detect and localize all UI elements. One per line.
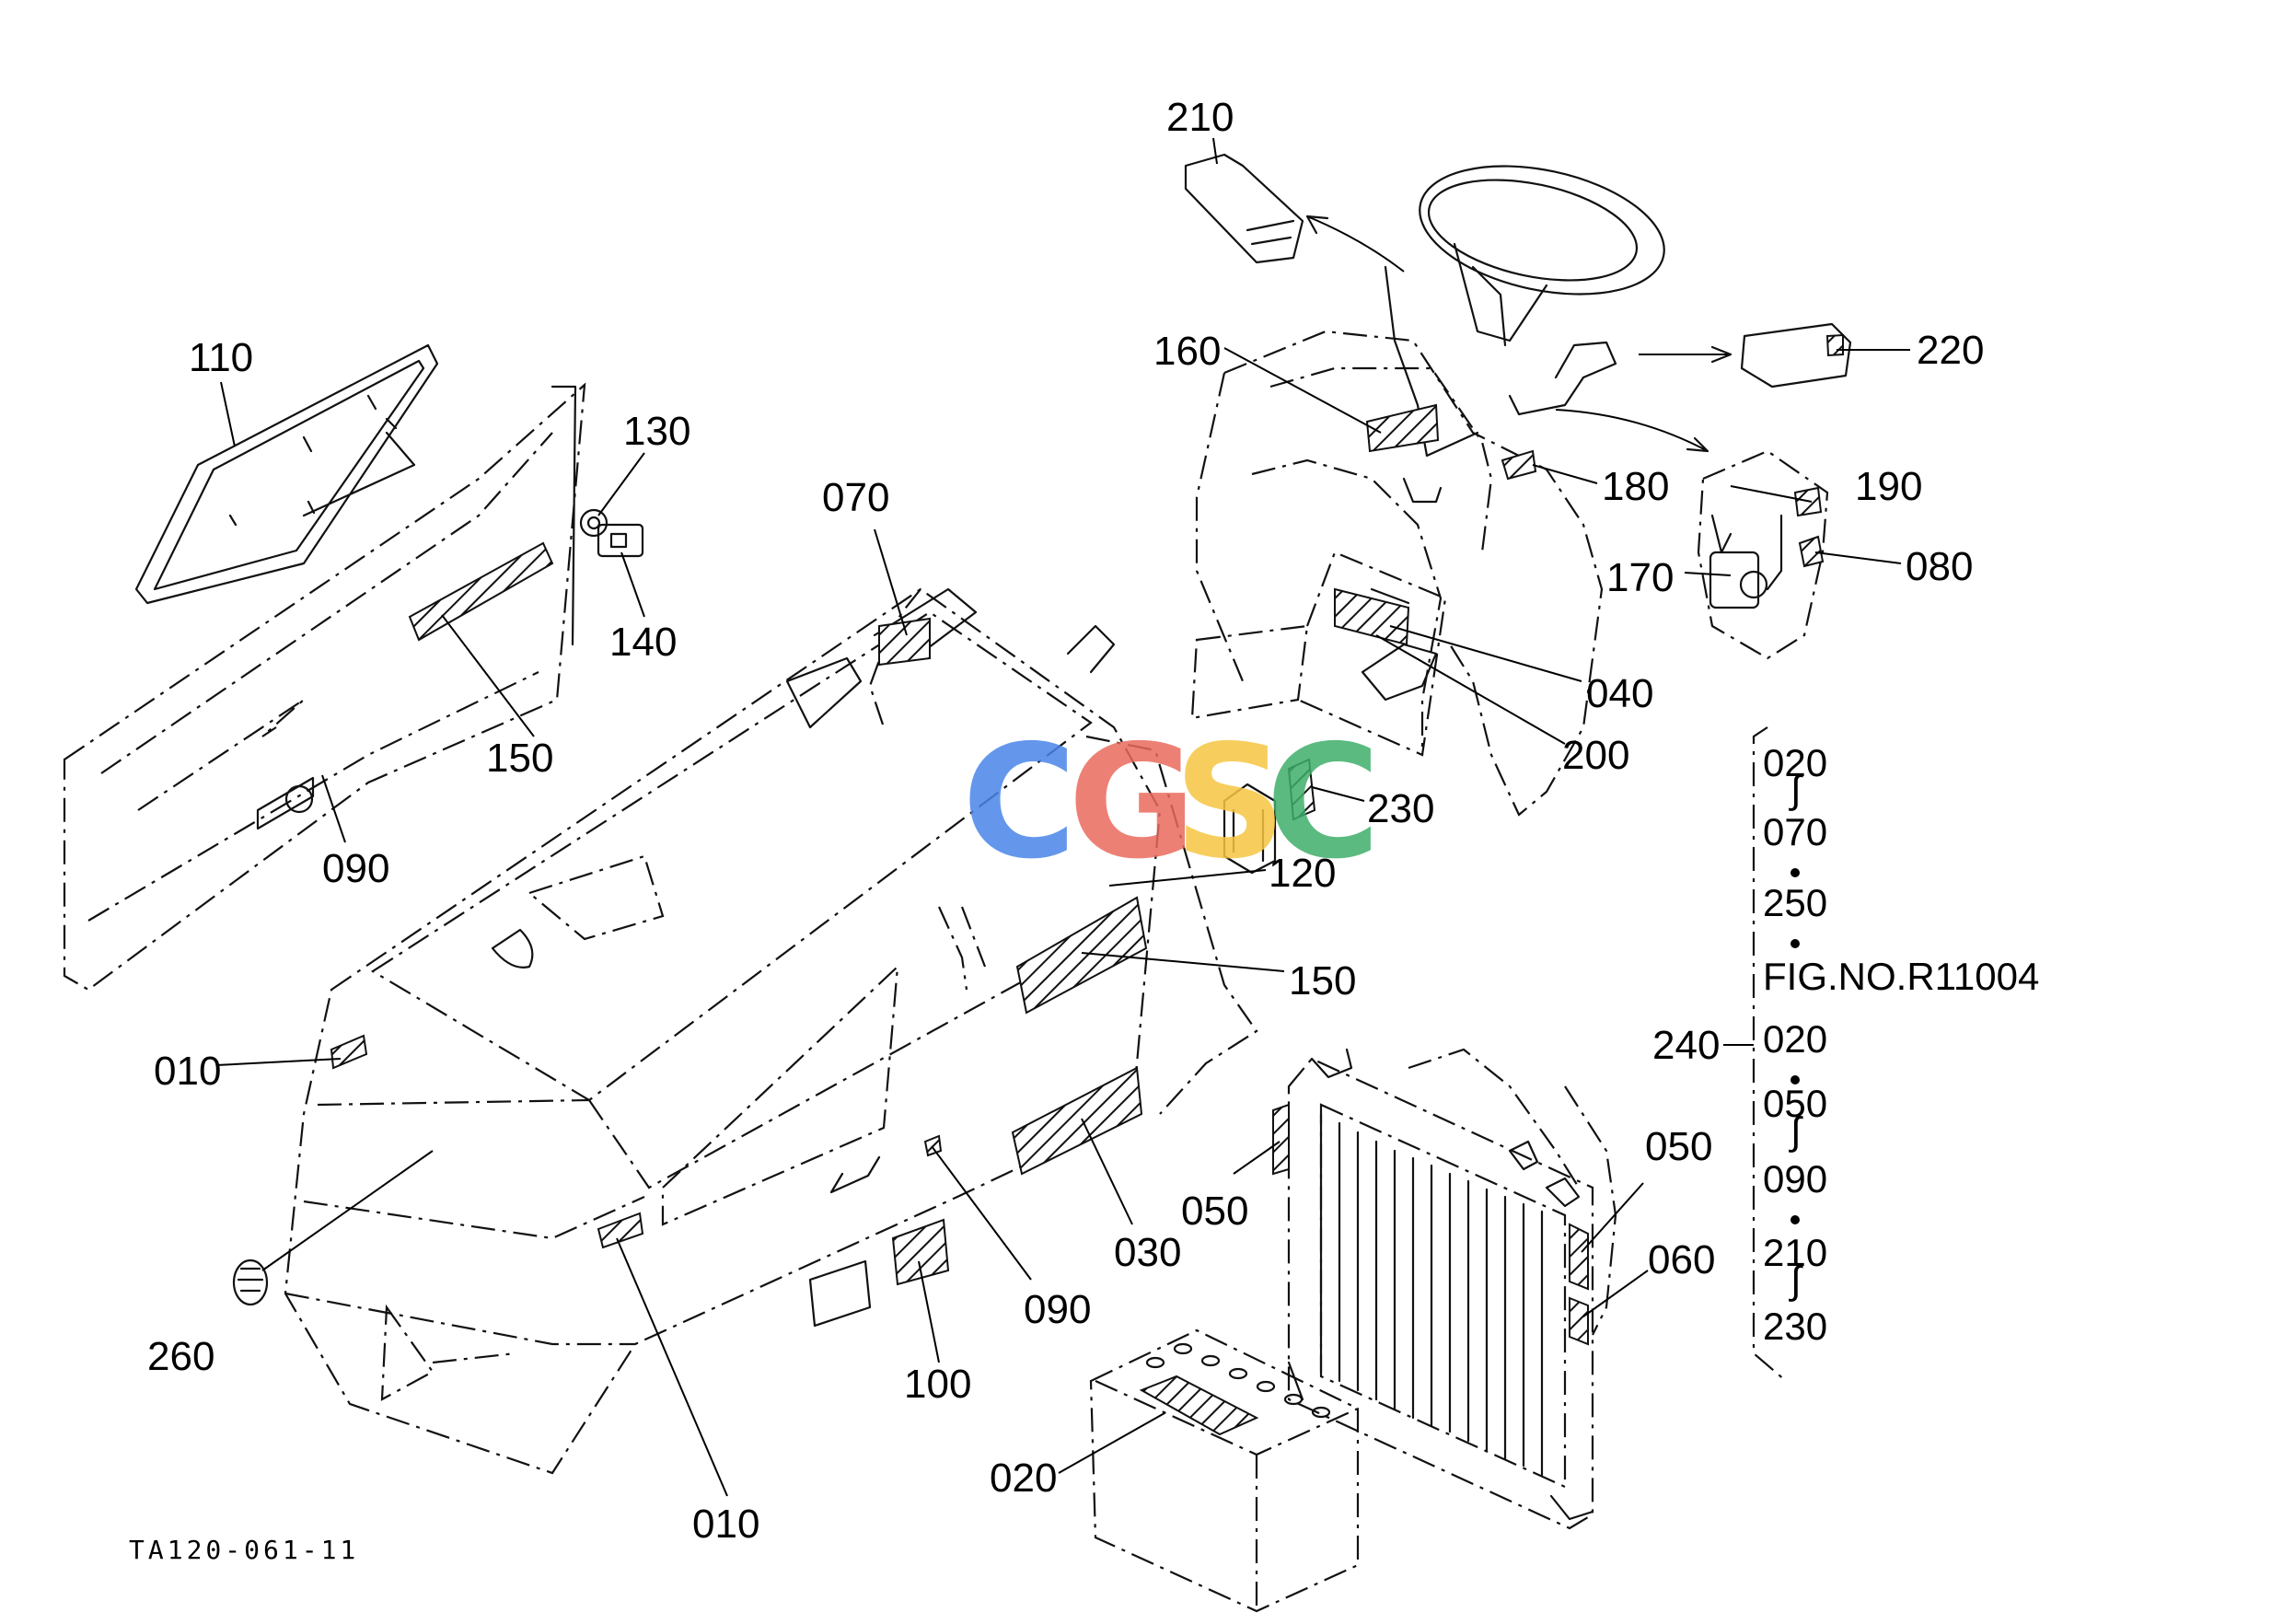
- group-item: 070: [1763, 810, 1827, 853]
- side-panel-part: [63, 382, 586, 992]
- callout-130: 130: [623, 409, 690, 454]
- callout-090-hood: 090: [1024, 1287, 1091, 1332]
- tray-040-part: [1190, 551, 1447, 757]
- label-010-side: [597, 1212, 644, 1249]
- steering-dash-part: [1195, 165, 1665, 817]
- group-item: 050: [1763, 1082, 1827, 1125]
- callout-160: 160: [1153, 329, 1221, 374]
- label-150-panel: [408, 541, 554, 642]
- group-item: 230: [1763, 1305, 1827, 1348]
- callout-010-front: 010: [154, 1049, 221, 1094]
- drawing-code: TA120-061-11: [129, 1535, 359, 1565]
- callout-050-battery: 050: [1181, 1189, 1248, 1234]
- callout-040: 040: [1586, 671, 1653, 716]
- callout-190: 190: [1855, 464, 1922, 509]
- leader-lines: [215, 137, 1910, 1497]
- range-tilde: ∫: [1789, 1109, 1803, 1153]
- window-gasket-part: [134, 343, 439, 605]
- callout-180: 180: [1602, 464, 1669, 509]
- callout-230: 230: [1367, 786, 1434, 831]
- range-tilde: ∫: [1789, 768, 1803, 811]
- callout-070: 070: [822, 475, 889, 520]
- callout-030: 030: [1114, 1230, 1181, 1275]
- label-090-hood: [923, 1134, 943, 1157]
- callout-150-panel: 150: [486, 736, 553, 781]
- label-010-front: [330, 1034, 368, 1070]
- group-bracket: [1752, 726, 1787, 1382]
- list-dot: [1790, 1215, 1800, 1224]
- callout-170: 170: [1606, 555, 1674, 600]
- watermark-letter: G: [1068, 712, 1197, 894]
- emblem-part: [232, 1259, 269, 1306]
- list-dot: [1790, 1075, 1800, 1085]
- callout-200: 200: [1562, 733, 1629, 778]
- group-item: 090: [1763, 1157, 1827, 1201]
- battery-part: [1089, 1328, 1360, 1613]
- callout-090-panel: 090: [322, 846, 389, 891]
- callout-150-hood: 150: [1289, 958, 1356, 1003]
- callout-210: 210: [1166, 95, 1234, 140]
- group-item-fig-no: FIG.NO.R11004: [1763, 955, 2039, 998]
- group-item: 250: [1763, 881, 1827, 924]
- callout-080: 080: [1906, 544, 1973, 589]
- knob-210-part: [1184, 153, 1304, 264]
- grommet-part: [579, 508, 608, 538]
- watermark-logo: C G S C: [962, 712, 1381, 894]
- list-dot: [1790, 939, 1800, 948]
- drawing-linework: [63, 153, 1852, 1613]
- callout-010-side: 010: [692, 1502, 759, 1547]
- callout-120: 120: [1269, 851, 1336, 896]
- callout-labels: 210 220 110 130 140 150 090 070 160 180 …: [147, 95, 1984, 1547]
- group-item: 210: [1763, 1231, 1827, 1274]
- hood-part: [284, 587, 1258, 1475]
- callout-020: 020: [990, 1456, 1057, 1501]
- callout-220: 220: [1917, 328, 1984, 373]
- group-item: 020: [1763, 1017, 1827, 1061]
- label-030-hood: [1011, 1066, 1143, 1176]
- label-070-hood: [878, 617, 931, 667]
- knob-220-part: [1740, 322, 1852, 389]
- radiator-part: [1272, 1048, 1617, 1530]
- arrow-switch: [1555, 409, 1709, 452]
- switch-housing-part: [1697, 449, 1829, 660]
- label-230-part: [1287, 758, 1316, 821]
- bracket-120-part: [1223, 783, 1277, 875]
- label-150-hood: [1015, 896, 1148, 1015]
- watermark-letter: C: [962, 712, 1077, 894]
- callout-240: 240: [1652, 1023, 1720, 1068]
- callout-140: 140: [609, 620, 677, 665]
- callout-060: 060: [1648, 1237, 1715, 1282]
- watermark-letter: C: [1266, 712, 1381, 894]
- watermark-letter: S: [1174, 712, 1286, 894]
- arrow-210: [1306, 215, 1405, 273]
- label-100-hood: [891, 1218, 950, 1286]
- group-range-list: 020 ∫ 070 250 FIG.NO.R11004 020 050 ∫ 09…: [1763, 741, 2039, 1348]
- range-tilde: ∫: [1789, 1259, 1803, 1302]
- list-dot: [1790, 868, 1800, 877]
- callout-110: 110: [189, 335, 253, 380]
- callout-100: 100: [904, 1362, 971, 1407]
- clip-part: [597, 523, 644, 558]
- group-item: 020: [1763, 741, 1827, 784]
- callout-050-radiator: 050: [1645, 1124, 1712, 1169]
- callout-260: 260: [147, 1334, 214, 1379]
